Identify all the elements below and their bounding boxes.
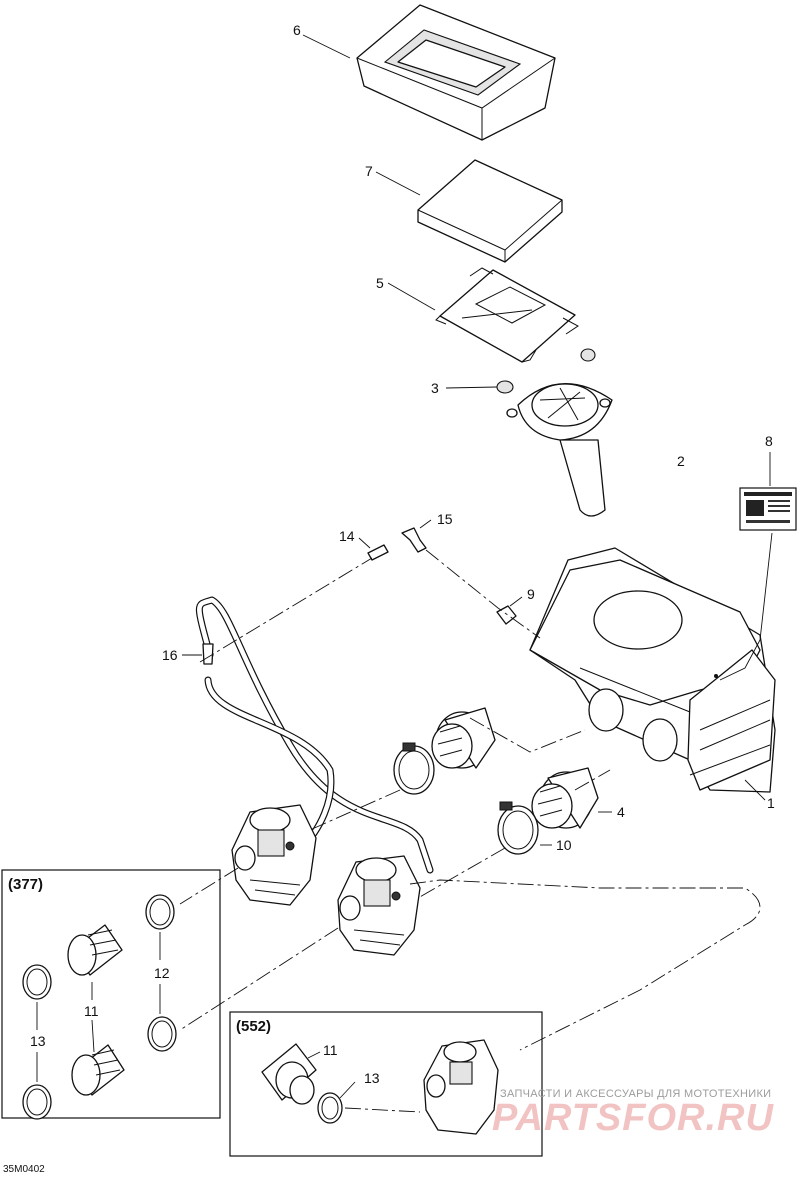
callout-9: 9 — [527, 586, 535, 602]
callout-8: 8 — [765, 433, 773, 449]
part-6-filter-frame — [356, 4, 556, 141]
inset-377 — [1, 869, 221, 1120]
assembly-lines — [179, 549, 761, 1113]
callout-1: 1 — [767, 795, 775, 811]
vent-hoses — [195, 527, 517, 874]
group-552-callout-13: 13 — [364, 1070, 380, 1086]
watermark-tagline: ЗАПЧАСТИ И АКСЕССУАРЫ ДЛЯ МОТОТЕХНИКИ — [500, 1088, 771, 1100]
carburetor-lower — [337, 855, 421, 956]
group-552-title: (552) — [236, 1018, 271, 1035]
group-377-callout-11: 11 — [84, 1003, 99, 1019]
carburetor-upper — [231, 804, 317, 906]
drawing-code: 35M0402 — [3, 1164, 45, 1175]
callout-14: 14 — [339, 528, 355, 544]
part-8-decal — [739, 487, 797, 531]
group-377-title: (377) — [8, 876, 43, 893]
callout-7: 7 — [365, 163, 373, 179]
group-377-callout-12: 12 — [154, 965, 170, 981]
callout-6: 6 — [293, 22, 301, 38]
part-10-clamps — [393, 742, 539, 855]
callout-3: 3 — [431, 380, 439, 396]
callout-5: 5 — [376, 275, 384, 291]
callout-2: 2 — [677, 453, 685, 469]
part-2-intake-funnel — [506, 383, 613, 517]
callout-labels: 6 7 5 3 8 2 15 14 9 16 4 1 10 (377) 12 1… — [3, 22, 775, 1175]
inset-552 — [229, 1011, 543, 1157]
callout-10: 10 — [556, 837, 572, 853]
part-4-adaptor — [431, 707, 599, 829]
part-5-plate — [435, 267, 579, 363]
callout-16: 16 — [162, 647, 178, 663]
callout-4: 4 — [617, 804, 625, 820]
callout-15: 15 — [437, 511, 453, 527]
group-377-callout-13: 13 — [30, 1033, 46, 1049]
leader-lines — [182, 34, 773, 846]
watermark: ЗАПЧАСТИ И АКСЕССУАРЫ ДЛЯ МОТОТЕХНИКИ PA… — [492, 1088, 774, 1139]
group-552-callout-11: 11 — [323, 1042, 338, 1058]
part-3-grommets — [496, 348, 596, 394]
watermark-brand: PARTSFOR.RU — [492, 1097, 774, 1139]
part-7-filter-pad — [417, 159, 563, 263]
part-1-air-box — [529, 547, 776, 793]
